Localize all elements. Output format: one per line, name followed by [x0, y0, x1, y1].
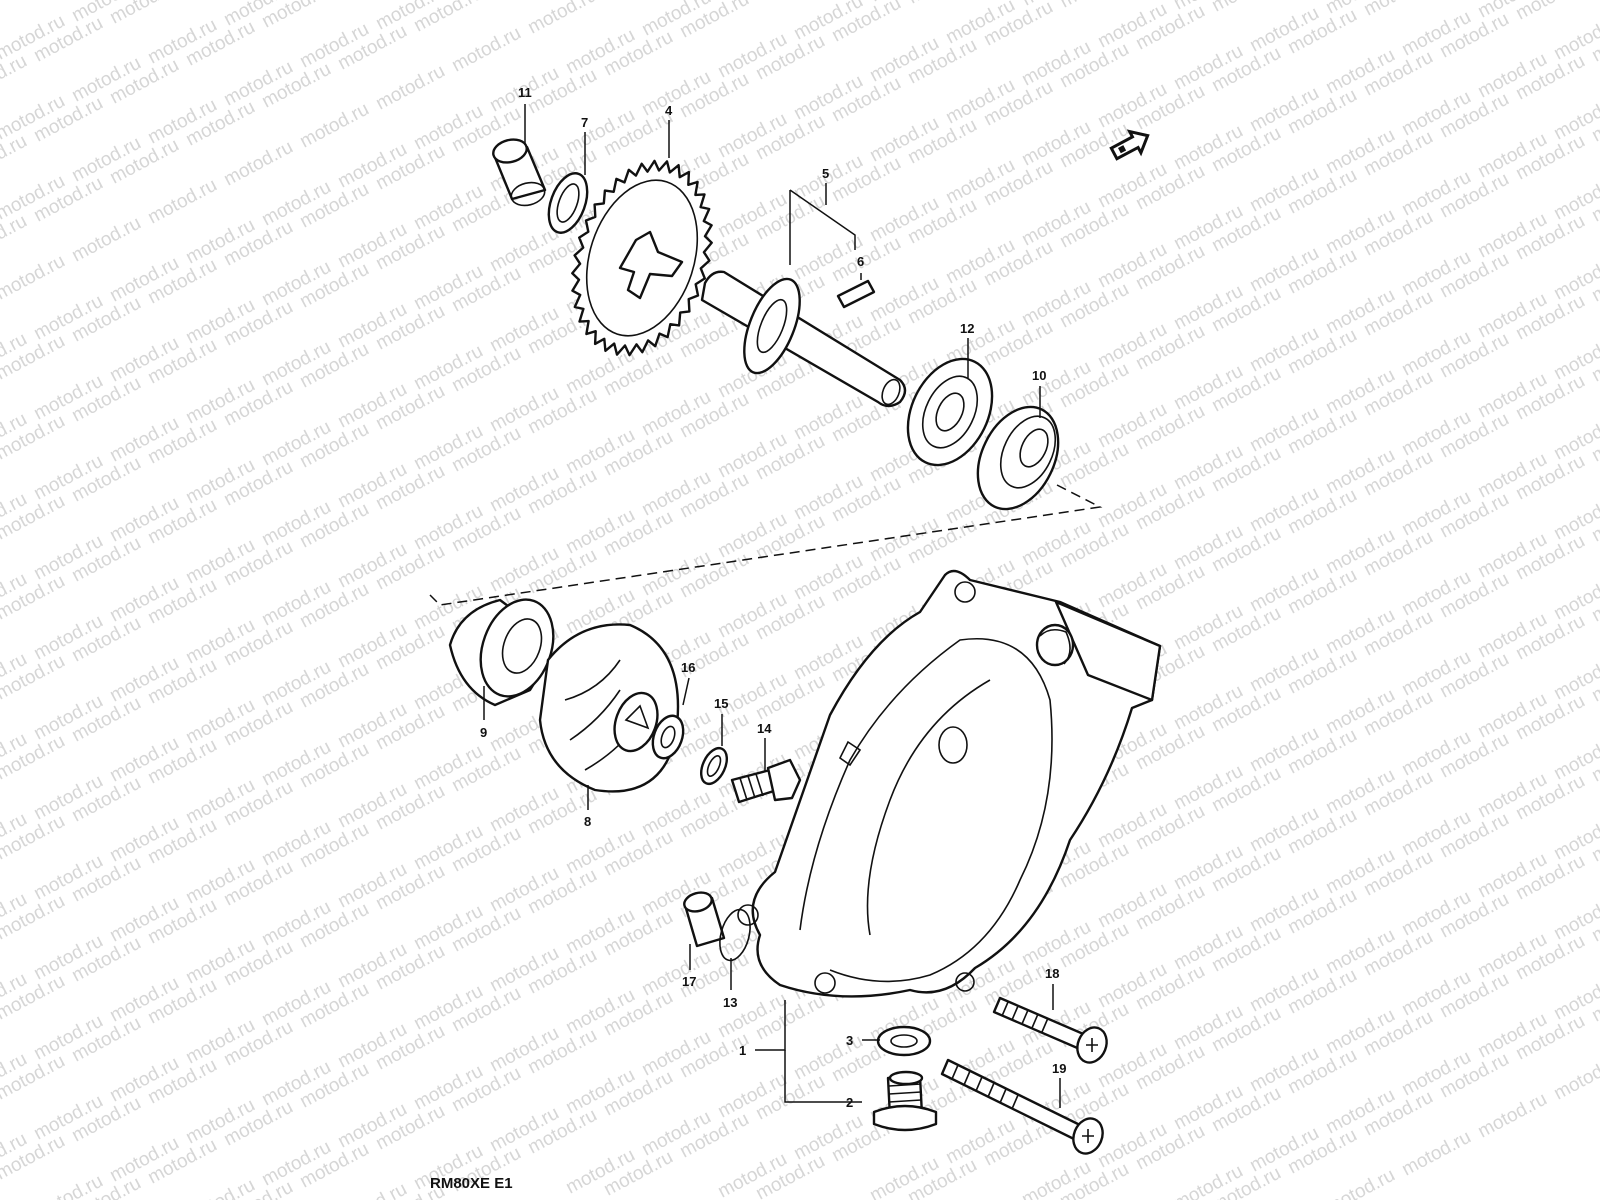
- part-15-o-ring: [699, 746, 729, 786]
- watermark-text: motod.ru: [448, 23, 524, 77]
- watermark-text: motod.ru: [372, 61, 448, 115]
- callout-15: 15: [714, 696, 728, 711]
- watermark-text: motod.ru: [220, 137, 296, 191]
- part-9-mechanical-seal: [448, 598, 555, 707]
- watermark-text: motod.ru: [1512, 0, 1588, 24]
- part-10-oil-seal: [976, 405, 1060, 511]
- callout-9: 9: [480, 725, 487, 740]
- watermark-text: motod.ru: [144, 175, 220, 229]
- watermark-text: motod.ru: [1322, 1165, 1398, 1200]
- part-11-collar: [492, 138, 547, 207]
- leader-lines: [483, 104, 1061, 1108]
- callout-6: 6: [857, 254, 864, 269]
- part-18-bolt: [992, 996, 1108, 1064]
- watermark-text: motod.ru: [1208, 0, 1284, 16]
- callout-17: 17: [682, 974, 696, 989]
- watermark-text: motod.ru: [524, 0, 600, 38]
- part-12-bearing: [906, 357, 994, 467]
- watermark-text: motod.ru: [0, 131, 31, 185]
- diagram-caption: RM80XE E1: [430, 1175, 513, 1192]
- callout-12: 12: [960, 321, 974, 336]
- callout-10: 10: [1032, 368, 1046, 383]
- callout-8: 8: [584, 814, 591, 829]
- watermark-text: motod.ru: [106, 0, 182, 28]
- watermark-text: motod.ru: [0, 251, 69, 305]
- part-4-gear: [571, 159, 713, 357]
- part-17-dowel-pin: [683, 891, 726, 948]
- watermark-text: motod.ru: [752, 0, 828, 4]
- watermark-text: motod.ru: [1398, 1127, 1474, 1181]
- callout-13: 13: [723, 995, 737, 1010]
- part-6-pin: [836, 279, 876, 309]
- alignment-line: [429, 484, 1103, 606]
- watermark-text: motod.ru: [182, 1175, 258, 1200]
- callout-11: 11: [518, 85, 532, 100]
- callout-19: 19: [1052, 1061, 1066, 1076]
- callout-3: 3: [846, 1033, 853, 1048]
- watermark-text: motod.ru: [1550, 1051, 1600, 1105]
- watermark-text: motod.ru: [0, 51, 31, 105]
- callout-16: 16: [681, 660, 695, 675]
- part-16-washer: [651, 714, 685, 760]
- front-arrow-icon: [1109, 129, 1150, 161]
- callout-18: 18: [1045, 966, 1059, 981]
- part-14-bolt: [730, 758, 802, 804]
- callout-2: 2: [846, 1095, 853, 1110]
- callout-7: 7: [581, 115, 588, 130]
- part-8-impeller: [538, 623, 680, 793]
- part-5-shaft: [700, 270, 907, 408]
- part-1-pump-cover: [737, 569, 1162, 998]
- part-19-bolt: [940, 1058, 1104, 1155]
- watermark-text: motod.ru: [296, 99, 372, 153]
- callout-5: 5: [822, 166, 829, 181]
- callout-14: 14: [757, 721, 772, 736]
- watermark-text: motod.ru: [334, 1179, 410, 1200]
- watermark-text: motod.ru: [0, 211, 31, 265]
- part-7-washer: [547, 172, 589, 234]
- watermark-text: motod.ru: [68, 213, 144, 267]
- watermark-text: motod.ru: [1360, 0, 1436, 20]
- part-3-washer: [876, 1025, 932, 1057]
- part-2-drain-bolt: [872, 1070, 938, 1132]
- callout-4: 4: [665, 103, 673, 118]
- part-13-gasket: [719, 908, 751, 962]
- watermark-text: motod.ru: [1474, 1089, 1550, 1143]
- callout-labels: 11 7 4 5 6 12 10 16 15 14 9 8 17 13 18 3…: [480, 85, 1066, 1110]
- callout-1: 1: [739, 1043, 746, 1058]
- watermark-text: motod.ru: [1056, 0, 1132, 12]
- watermark-text: motod.ru: [904, 0, 980, 8]
